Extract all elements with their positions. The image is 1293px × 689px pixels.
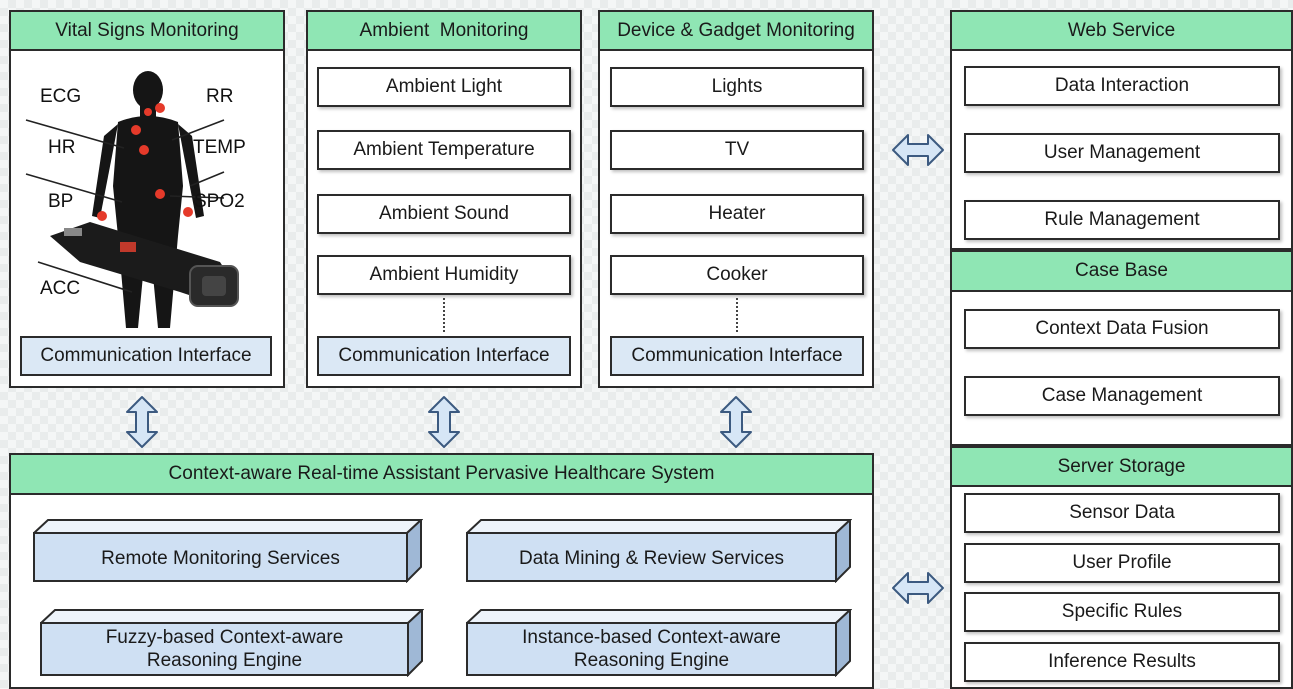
server-storage-header: Server Storage <box>950 446 1293 487</box>
device-comm-interface: Communication Interface <box>610 336 864 376</box>
human-body-figure <box>25 71 239 328</box>
web-service-item: Rule Management <box>964 200 1280 240</box>
ambient-comm-interface: Communication Interface <box>317 336 571 376</box>
ambient-item: Ambient Light <box>317 67 571 107</box>
ambient-item: Ambient Humidity <box>317 255 571 295</box>
monitoring-to-web-arrow <box>892 134 944 166</box>
ambient-ellipsis-dots <box>443 298 445 332</box>
instance-engine-box <box>466 609 852 677</box>
storage-item: User Profile <box>964 543 1280 583</box>
case-base-item: Context Data Fusion <box>964 309 1280 349</box>
ambient-header: Ambient Monitoring <box>306 10 582 51</box>
device-item: Cooker <box>610 255 864 295</box>
acc-label: ACC <box>40 278 81 299</box>
web-service-item: Data Interaction <box>964 66 1280 106</box>
data-mining-box <box>466 519 852 583</box>
case-base-header: Case Base <box>950 250 1293 292</box>
ambient-item: Ambient Temperature <box>317 130 571 170</box>
remote-monitoring-box <box>33 519 423 583</box>
ambient-item: Ambient Sound <box>317 194 571 234</box>
storage-item: Specific Rules <box>964 592 1280 632</box>
device-to-system-arrow <box>720 396 752 448</box>
instance-engine-label: Instance-based Context-aware Reasoning E… <box>522 627 781 671</box>
vital-comm-interface: Communication Interface <box>20 336 272 376</box>
storage-item: Sensor Data <box>964 493 1280 533</box>
hr-label: HR <box>48 137 76 158</box>
rr-label: RR <box>206 86 234 107</box>
remote-monitoring-label: Remote Monitoring Services <box>101 547 340 569</box>
vital-signs-header: Vital Signs Monitoring <box>9 10 285 51</box>
system-header: Context-aware Real-time Assistant Pervas… <box>9 453 874 495</box>
device-item: Lights <box>610 67 864 107</box>
web-service-item: User Management <box>964 133 1280 173</box>
ambient-to-system-arrow <box>428 396 460 448</box>
device-ellipsis-dots <box>736 298 738 332</box>
spo2-label: SPO2 <box>194 191 245 212</box>
storage-item: Inference Results <box>964 642 1280 682</box>
fuzzy-engine-label: Fuzzy-based Context-aware Reasoning Engi… <box>105 627 344 671</box>
ecg-label: ECG <box>40 86 82 107</box>
system-to-storage-arrow <box>892 572 944 604</box>
case-base-item: Case Management <box>964 376 1280 416</box>
web-service-header: Web Service <box>950 10 1293 51</box>
bp-label: BP <box>48 191 74 212</box>
vital-to-system-arrow <box>126 396 158 448</box>
data-mining-label: Data Mining & Review Services <box>518 547 785 569</box>
device-item: Heater <box>610 194 864 234</box>
device-header: Device & Gadget Monitoring <box>598 10 874 51</box>
device-item: TV <box>610 130 864 170</box>
temp-label: TEMP <box>193 137 246 158</box>
fuzzy-engine-box <box>40 609 424 677</box>
